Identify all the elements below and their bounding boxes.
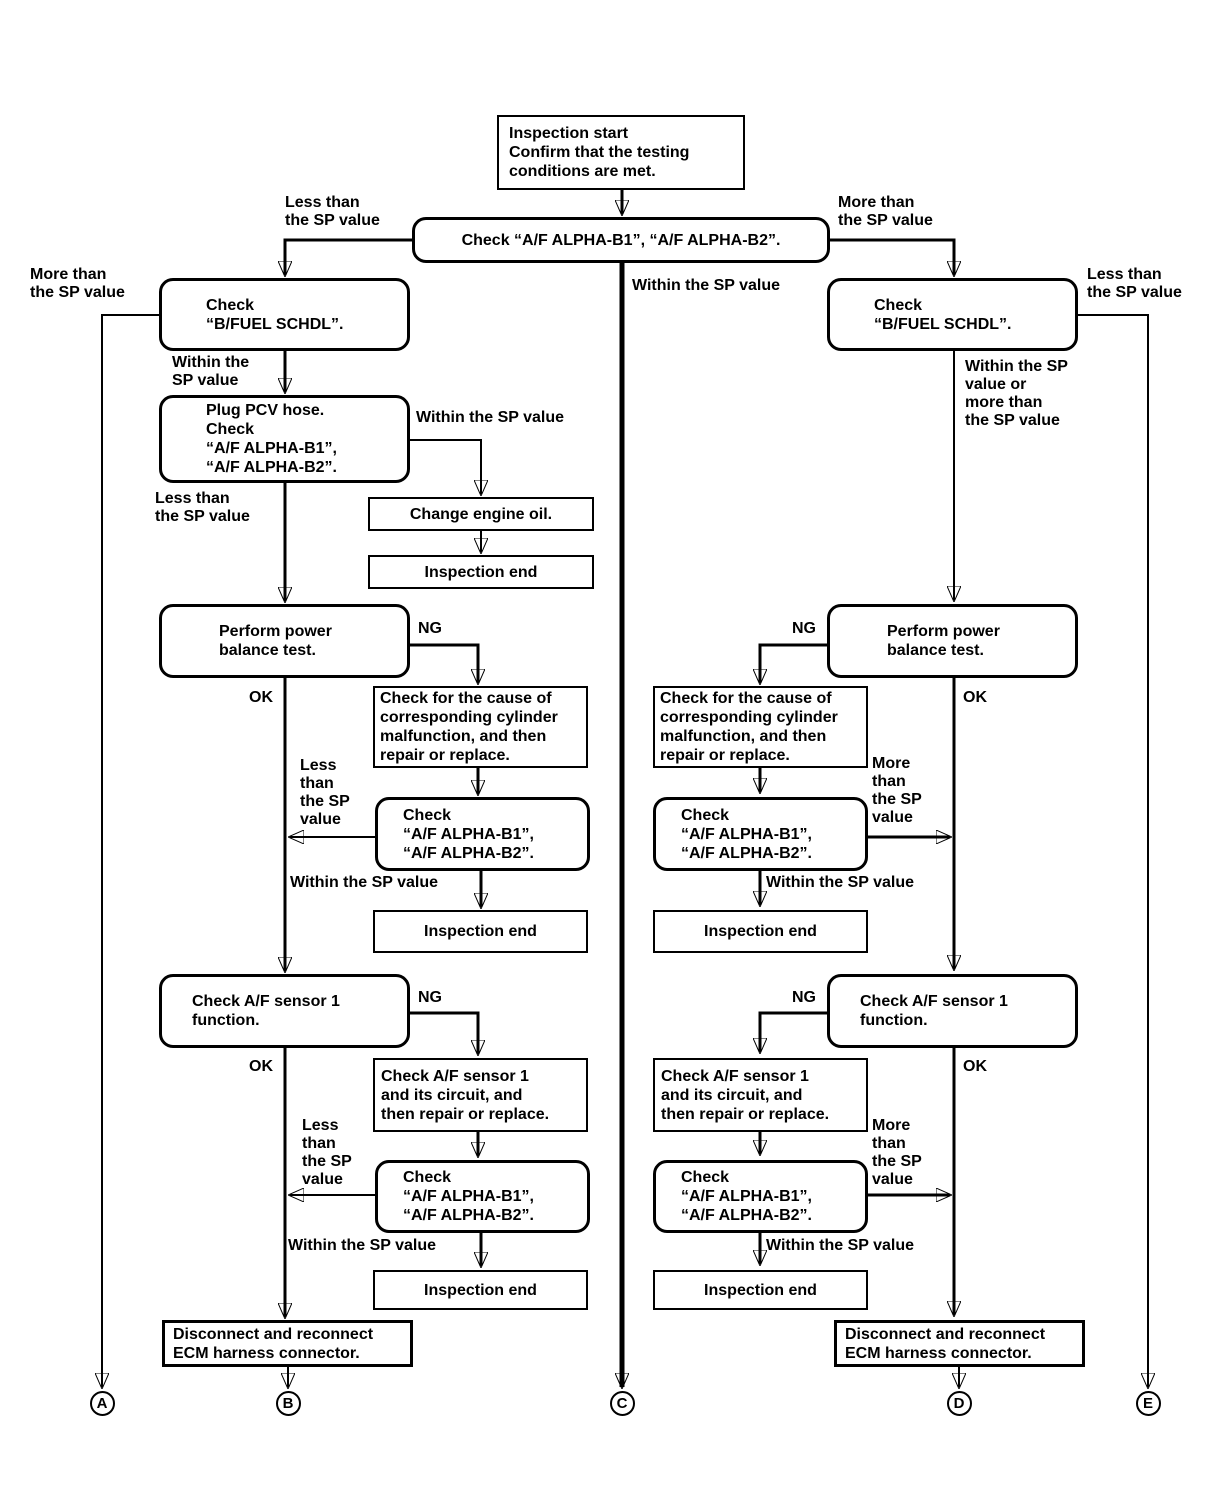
label-ok-left-1: OK	[249, 689, 273, 706]
box-inspection-start: Inspection start Confirm that the testin…	[497, 115, 745, 190]
edge-power-right-ng	[760, 643, 827, 683]
box-plug-pcv: Plug PCV hose. Check “A/F ALPHA-B1”, “A/…	[159, 395, 410, 483]
label-ok-right-1: OK	[963, 689, 987, 706]
label-ng-right-2: NG	[792, 989, 816, 1006]
box-check-alpha-left-2: Check “A/F ALPHA-B1”, “A/F ALPHA-B2”.	[375, 1160, 590, 1233]
edge-sensor-right-ng	[760, 1011, 827, 1052]
edge-power-left-ng	[410, 643, 478, 683]
label-more-than-far-left: More than the SP value	[30, 266, 125, 301]
label-more-than-top-right: More than the SP value	[838, 194, 933, 229]
label-within-left-2: Within the SP value	[288, 1237, 437, 1254]
label-less-stack-left-1: Less than the SP value	[300, 757, 350, 828]
label-within-or-more-right: Within the SP value or more than the SP …	[965, 358, 1068, 429]
connector-circle-c: C	[609, 1390, 635, 1416]
box-cylinder-cause-right: Check for the cause of corresponding cyl…	[653, 686, 868, 768]
edge-checktop-to-bfuel-right	[830, 238, 954, 275]
box-inspection-end-4: Inspection end	[373, 1270, 588, 1310]
edge-bfuel-right-to-e	[1078, 314, 1148, 1387]
box-check-alpha-right-2: Check “A/F ALPHA-B1”, “A/F ALPHA-B2”.	[653, 1160, 868, 1233]
label-ng-right-1: NG	[792, 620, 816, 637]
box-sensor-fix-right: Check A/F sensor 1 and its circuit, and …	[653, 1058, 868, 1132]
box-inspection-end-1: Inspection end	[368, 555, 594, 589]
label-less-than-plug: Less than the SP value	[155, 490, 250, 525]
box-inspection-end-3: Inspection end	[653, 910, 868, 953]
box-power-balance-right: Perform power balance test.	[827, 604, 1078, 678]
label-more-stack-right-1: More than the SP value	[872, 755, 922, 826]
box-ecm-reconnect-left: Disconnect and reconnect ECM harness con…	[162, 1320, 413, 1367]
edge-checktop-to-bfuel-left	[285, 238, 412, 275]
edge-plugpcv-to-changeoil	[410, 439, 481, 494]
connector-circle-e: E	[1135, 1390, 1161, 1416]
box-bfuel-schdl-left: Check “B/FUEL SCHDL”.	[159, 278, 410, 351]
label-within-right-1: Within the SP value	[766, 874, 915, 891]
box-check-alpha-left-1: Check “A/F ALPHA-B1”, “A/F ALPHA-B2”.	[375, 797, 590, 871]
label-ok-left-2: OK	[249, 1058, 273, 1075]
edge-sensor-left-ng	[410, 1011, 478, 1054]
connector-circle-d: D	[946, 1390, 972, 1416]
label-more-stack-right-2: More than the SP value	[872, 1117, 922, 1188]
box-power-balance-left: Perform power balance test.	[159, 604, 410, 678]
box-inspection-end-5: Inspection end	[653, 1270, 868, 1310]
edge-bfuel-left-to-a	[102, 314, 159, 1387]
connector-circle-a: A	[89, 1390, 115, 1416]
label-within-plug: Within the SP value	[416, 409, 565, 426]
label-within-right-2: Within the SP value	[766, 1237, 915, 1254]
label-within-short-left: Within the SP value	[172, 354, 250, 389]
label-less-stack-left-2: Less than the SP value	[302, 1117, 352, 1188]
box-check-alpha-right-1: Check “A/F ALPHA-B1”, “A/F ALPHA-B2”.	[653, 797, 868, 871]
connector-circle-b: B	[275, 1390, 301, 1416]
label-ok-right-2: OK	[963, 1058, 987, 1075]
box-sensor-function-right: Check A/F sensor 1 function.	[827, 974, 1078, 1048]
label-less-than-top-left: Less than the SP value	[285, 194, 380, 229]
box-check-alpha-top: Check “A/F ALPHA-B1”, “A/F ALPHA-B2”.	[412, 217, 830, 263]
label-less-than-far-right: Less than the SP value	[1087, 266, 1182, 301]
box-bfuel-schdl-right: Check “B/FUEL SCHDL”.	[827, 278, 1078, 351]
box-ecm-reconnect-right: Disconnect and reconnect ECM harness con…	[834, 1320, 1085, 1367]
label-ng-left-2: NG	[418, 989, 442, 1006]
box-sensor-fix-left: Check A/F sensor 1 and its circuit, and …	[373, 1058, 588, 1132]
box-cylinder-cause-left: Check for the cause of corresponding cyl…	[373, 686, 588, 768]
label-within-center: Within the SP value	[632, 277, 781, 294]
box-change-engine-oil: Change engine oil.	[368, 497, 594, 531]
box-sensor-function-left: Check A/F sensor 1 function.	[159, 974, 410, 1048]
label-within-left-1: Within the SP value	[290, 874, 439, 891]
label-ng-left-1: NG	[418, 620, 442, 637]
box-inspection-end-2: Inspection end	[373, 910, 588, 953]
